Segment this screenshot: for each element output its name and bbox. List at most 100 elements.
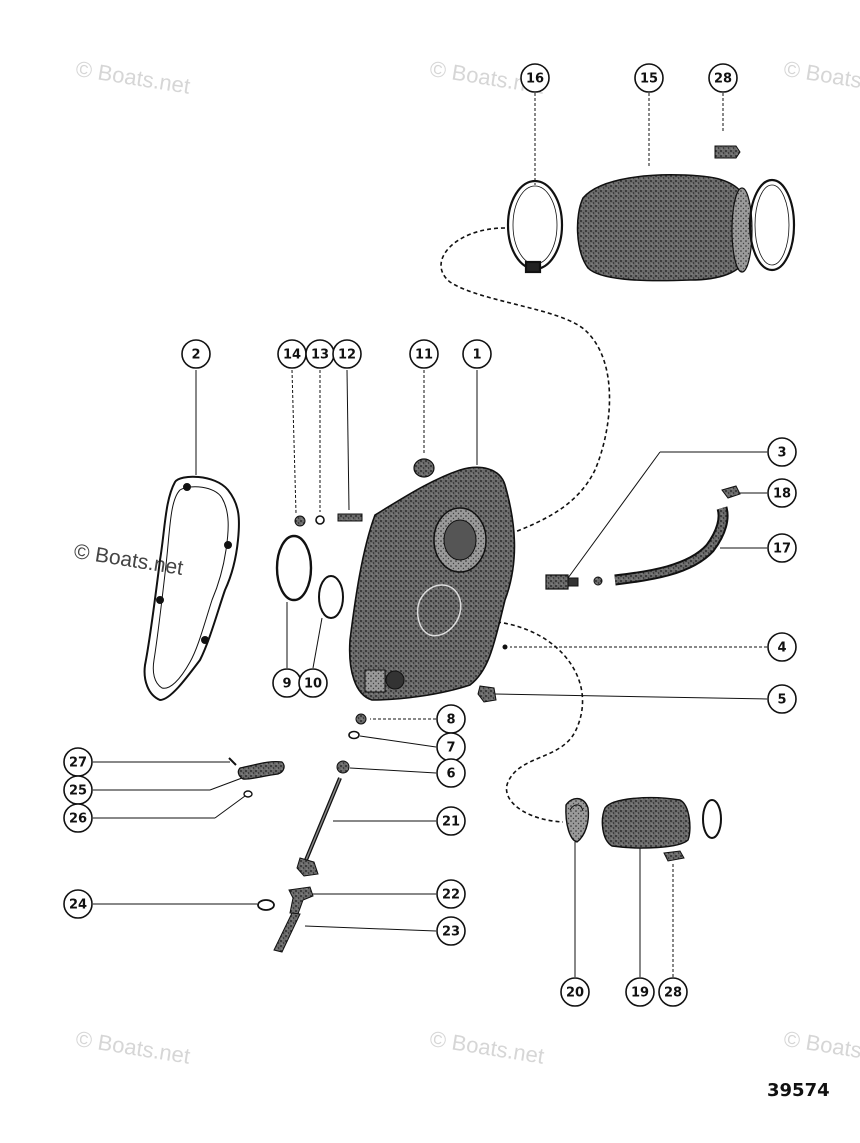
exhaust-bellows xyxy=(576,174,753,282)
o-ring-large xyxy=(275,534,313,602)
callout-number: 20 xyxy=(566,986,584,1001)
shift-bellows xyxy=(601,796,691,849)
callout-circle xyxy=(658,977,688,1007)
callout-c12: 12 xyxy=(332,339,362,369)
catalog-number: 39574 xyxy=(767,1080,830,1101)
callout-circle xyxy=(436,916,466,946)
clamp-large xyxy=(748,178,796,272)
callout-circle xyxy=(708,63,738,93)
callout-c7: 7 xyxy=(436,732,466,762)
callout-number: 12 xyxy=(338,348,356,363)
o-ring-tiny xyxy=(257,899,275,911)
callout-circle xyxy=(634,63,664,93)
leader-lines xyxy=(93,93,768,977)
callout-number: 18 xyxy=(773,487,791,502)
callout-number: 27 xyxy=(69,756,87,771)
callout-c3: 3 xyxy=(767,437,797,467)
callout-number: 25 xyxy=(69,784,87,799)
callout-c20: 20 xyxy=(560,977,590,1007)
callout-circle xyxy=(767,684,797,714)
callout-circle xyxy=(767,437,797,467)
callout-circle xyxy=(436,806,466,836)
callout-number: 23 xyxy=(442,925,460,940)
nut xyxy=(355,713,367,725)
callout-circle xyxy=(560,977,590,1007)
screw xyxy=(663,850,685,862)
callout-c21: 21 xyxy=(436,806,466,836)
callout-number: 26 xyxy=(69,812,87,827)
callout-c28a: 28 xyxy=(708,63,738,93)
callout-c5: 5 xyxy=(767,684,797,714)
hose-connector xyxy=(721,485,741,499)
callout-number: 11 xyxy=(415,348,433,363)
callout-circle xyxy=(520,63,550,93)
callout-circle xyxy=(436,879,466,909)
callout-c2: 2 xyxy=(181,339,211,369)
callout-circle xyxy=(767,478,797,508)
callout-c1: 1 xyxy=(462,339,492,369)
callout-c14: 14 xyxy=(277,339,307,369)
callout-number: 28 xyxy=(714,72,732,87)
callout-number: 28 xyxy=(664,986,682,1001)
callout-number: 13 xyxy=(311,348,329,363)
callout-c24: 24 xyxy=(63,889,93,919)
callout-number: 2 xyxy=(191,348,200,363)
lever xyxy=(237,760,285,780)
callout-circle xyxy=(298,668,328,698)
callout-number: 21 xyxy=(442,815,460,830)
callout-c6: 6 xyxy=(436,758,466,788)
plug xyxy=(502,644,508,650)
callout-c11: 11 xyxy=(409,339,439,369)
shift-rod xyxy=(296,777,342,877)
callout-number: 8 xyxy=(446,713,455,728)
callout-number: 3 xyxy=(777,446,786,461)
callout-c26: 26 xyxy=(63,803,93,833)
callout-c25: 25 xyxy=(63,775,93,805)
o-ring-small xyxy=(318,575,344,619)
callout-c10: 10 xyxy=(298,668,328,698)
washer xyxy=(315,515,325,525)
callout-c28b: 28 xyxy=(658,977,688,1007)
washer-small xyxy=(243,790,253,798)
callout-number: 16 xyxy=(526,72,544,87)
callout-number: 19 xyxy=(631,986,649,1001)
clamp-ring xyxy=(702,799,722,839)
cotter-pin xyxy=(228,757,237,766)
callout-number: 10 xyxy=(304,677,322,692)
callout-c16: 16 xyxy=(520,63,550,93)
screw xyxy=(714,145,741,159)
callout-number: 6 xyxy=(446,767,455,782)
callout-c27: 27 xyxy=(63,747,93,777)
callout-number: 14 xyxy=(283,348,301,363)
callout-circle xyxy=(409,339,439,369)
callout-number: 1 xyxy=(472,348,481,363)
hose-routing-lines xyxy=(440,227,611,823)
callout-number: 15 xyxy=(640,72,658,87)
callout-circle xyxy=(625,977,655,1007)
callout-number: 22 xyxy=(442,888,460,903)
callout-circle xyxy=(63,889,93,919)
housing-gasket xyxy=(143,475,240,702)
callout-c19: 19 xyxy=(625,977,655,1007)
clamp-large xyxy=(506,179,564,274)
callout-number: 7 xyxy=(446,741,455,756)
lower-hose-route xyxy=(496,621,584,823)
callout-c4: 4 xyxy=(767,632,797,662)
callout-c23: 23 xyxy=(436,916,466,946)
callout-number: 4 xyxy=(777,641,786,656)
callout-c22: 22 xyxy=(436,879,466,909)
callout-circle xyxy=(462,339,492,369)
upper-hose-route xyxy=(440,227,611,533)
bushing xyxy=(336,760,350,774)
callout-circle xyxy=(181,339,211,369)
callout-number: 24 xyxy=(69,898,87,913)
hose-fitting xyxy=(545,574,603,590)
clamp-small xyxy=(565,797,590,843)
callout-number: 17 xyxy=(773,542,791,557)
callout-c15: 15 xyxy=(634,63,664,93)
callout-c13: 13 xyxy=(305,339,335,369)
transom-housing xyxy=(348,466,516,701)
shift-shaft xyxy=(273,886,314,953)
